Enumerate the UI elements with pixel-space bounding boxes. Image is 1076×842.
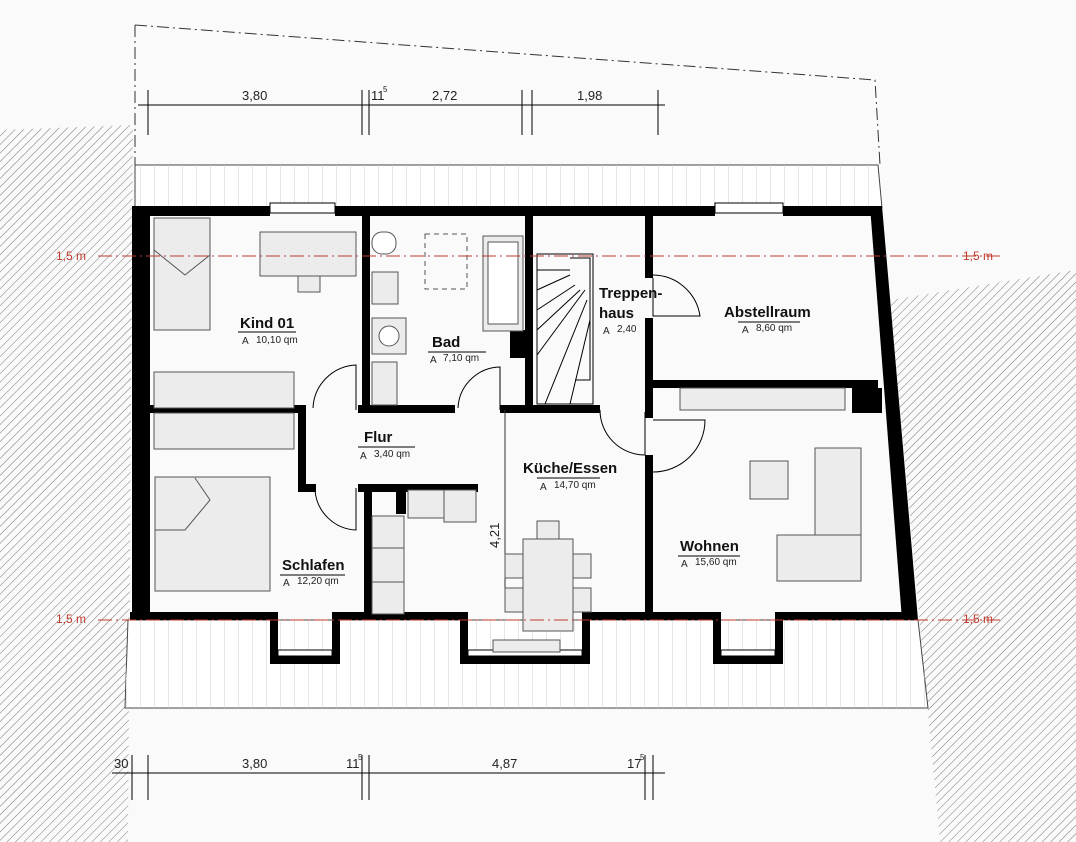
room-wohnen: Wohnen A 15,60 qm (678, 538, 740, 570)
hatched-terrain-left (0, 125, 133, 842)
dimension-line-bottom (112, 755, 665, 800)
dim-top-4: 1,98 (577, 88, 602, 103)
room-name: Treppen- (599, 285, 662, 302)
room-name: Küche/Essen (523, 460, 617, 477)
room-area: 2,40 (617, 324, 637, 335)
room-area: 7,10 qm (443, 353, 479, 364)
window (720, 649, 776, 657)
room-name: Wohnen (680, 538, 739, 555)
dim-bottom-4: 4,87 (492, 756, 517, 771)
dim-bottom-5-sup: 5 (640, 753, 645, 762)
room-area: 8,60 qm (756, 323, 792, 334)
room-kueche-essen: Küche/Essen A 14,70 qm (523, 460, 617, 493)
walls (130, 206, 918, 664)
room-area: 14,70 qm (554, 480, 596, 491)
stairs (536, 253, 594, 405)
room-area: 3,40 qm (374, 449, 410, 460)
room-name-2: haus (599, 305, 634, 322)
room-name: Schlafen (282, 557, 345, 574)
room-name: Abstellraum (724, 304, 811, 321)
height-label-bottom-left: 1,5 m (56, 612, 86, 626)
room-treppenhaus: Treppen- haus A 2,40 (599, 285, 662, 337)
dim-top-2-sup: 5 (383, 85, 388, 94)
room-area: 12,20 qm (297, 576, 339, 587)
room-name: Flur (364, 429, 392, 446)
room-bad: Bad A 7,10 qm (428, 334, 486, 366)
dim-bottom-3: 11 (346, 756, 360, 771)
room-name: Kind 01 (240, 315, 294, 332)
window (269, 202, 336, 214)
dim-top-2: 11 (371, 88, 385, 103)
svg-text:A: A (540, 482, 547, 493)
dim-bottom-2: 3,80 (242, 756, 267, 771)
window (714, 202, 784, 214)
property-line (134, 24, 881, 166)
height-label-bottom-right: 1,5 m (963, 612, 993, 626)
room-area: 10,10 qm (256, 335, 298, 346)
room-flur: Flur A 3,40 qm (358, 429, 415, 462)
room-area: 15,60 qm (695, 557, 737, 568)
svg-text:A: A (242, 336, 249, 347)
dim-top-3: 2,72 (432, 88, 457, 103)
room-name: Bad (432, 334, 460, 351)
hatched-terrain-right (890, 270, 1076, 842)
svg-text:A: A (742, 325, 749, 336)
dim-vertical: 4,21 (487, 523, 502, 548)
dim-bottom-1: 30 (114, 756, 128, 771)
window (277, 649, 333, 657)
svg-text:A: A (360, 451, 367, 462)
dim-bottom-5: 17 (627, 756, 641, 771)
svg-text:A: A (603, 326, 610, 337)
height-label-top-left: 1,5 m (56, 249, 86, 263)
dim-top-1: 3,80 (242, 88, 267, 103)
room-kind01: Kind 01 A 10,10 qm (238, 315, 298, 347)
height-label-top-right: 1,5 m (963, 249, 993, 263)
height-lines (98, 255, 1000, 621)
dim-bottom-3-sup: 5 (358, 753, 363, 762)
svg-text:A: A (681, 559, 688, 570)
dimension-line-top (138, 90, 665, 135)
furniture (153, 217, 862, 653)
room-abstellraum: Abstellraum A 8,60 qm (724, 304, 811, 336)
svg-text:A: A (430, 355, 437, 366)
room-schlafen: Schlafen A 12,20 qm (280, 557, 345, 589)
doors (312, 274, 706, 531)
svg-text:A: A (283, 578, 290, 589)
